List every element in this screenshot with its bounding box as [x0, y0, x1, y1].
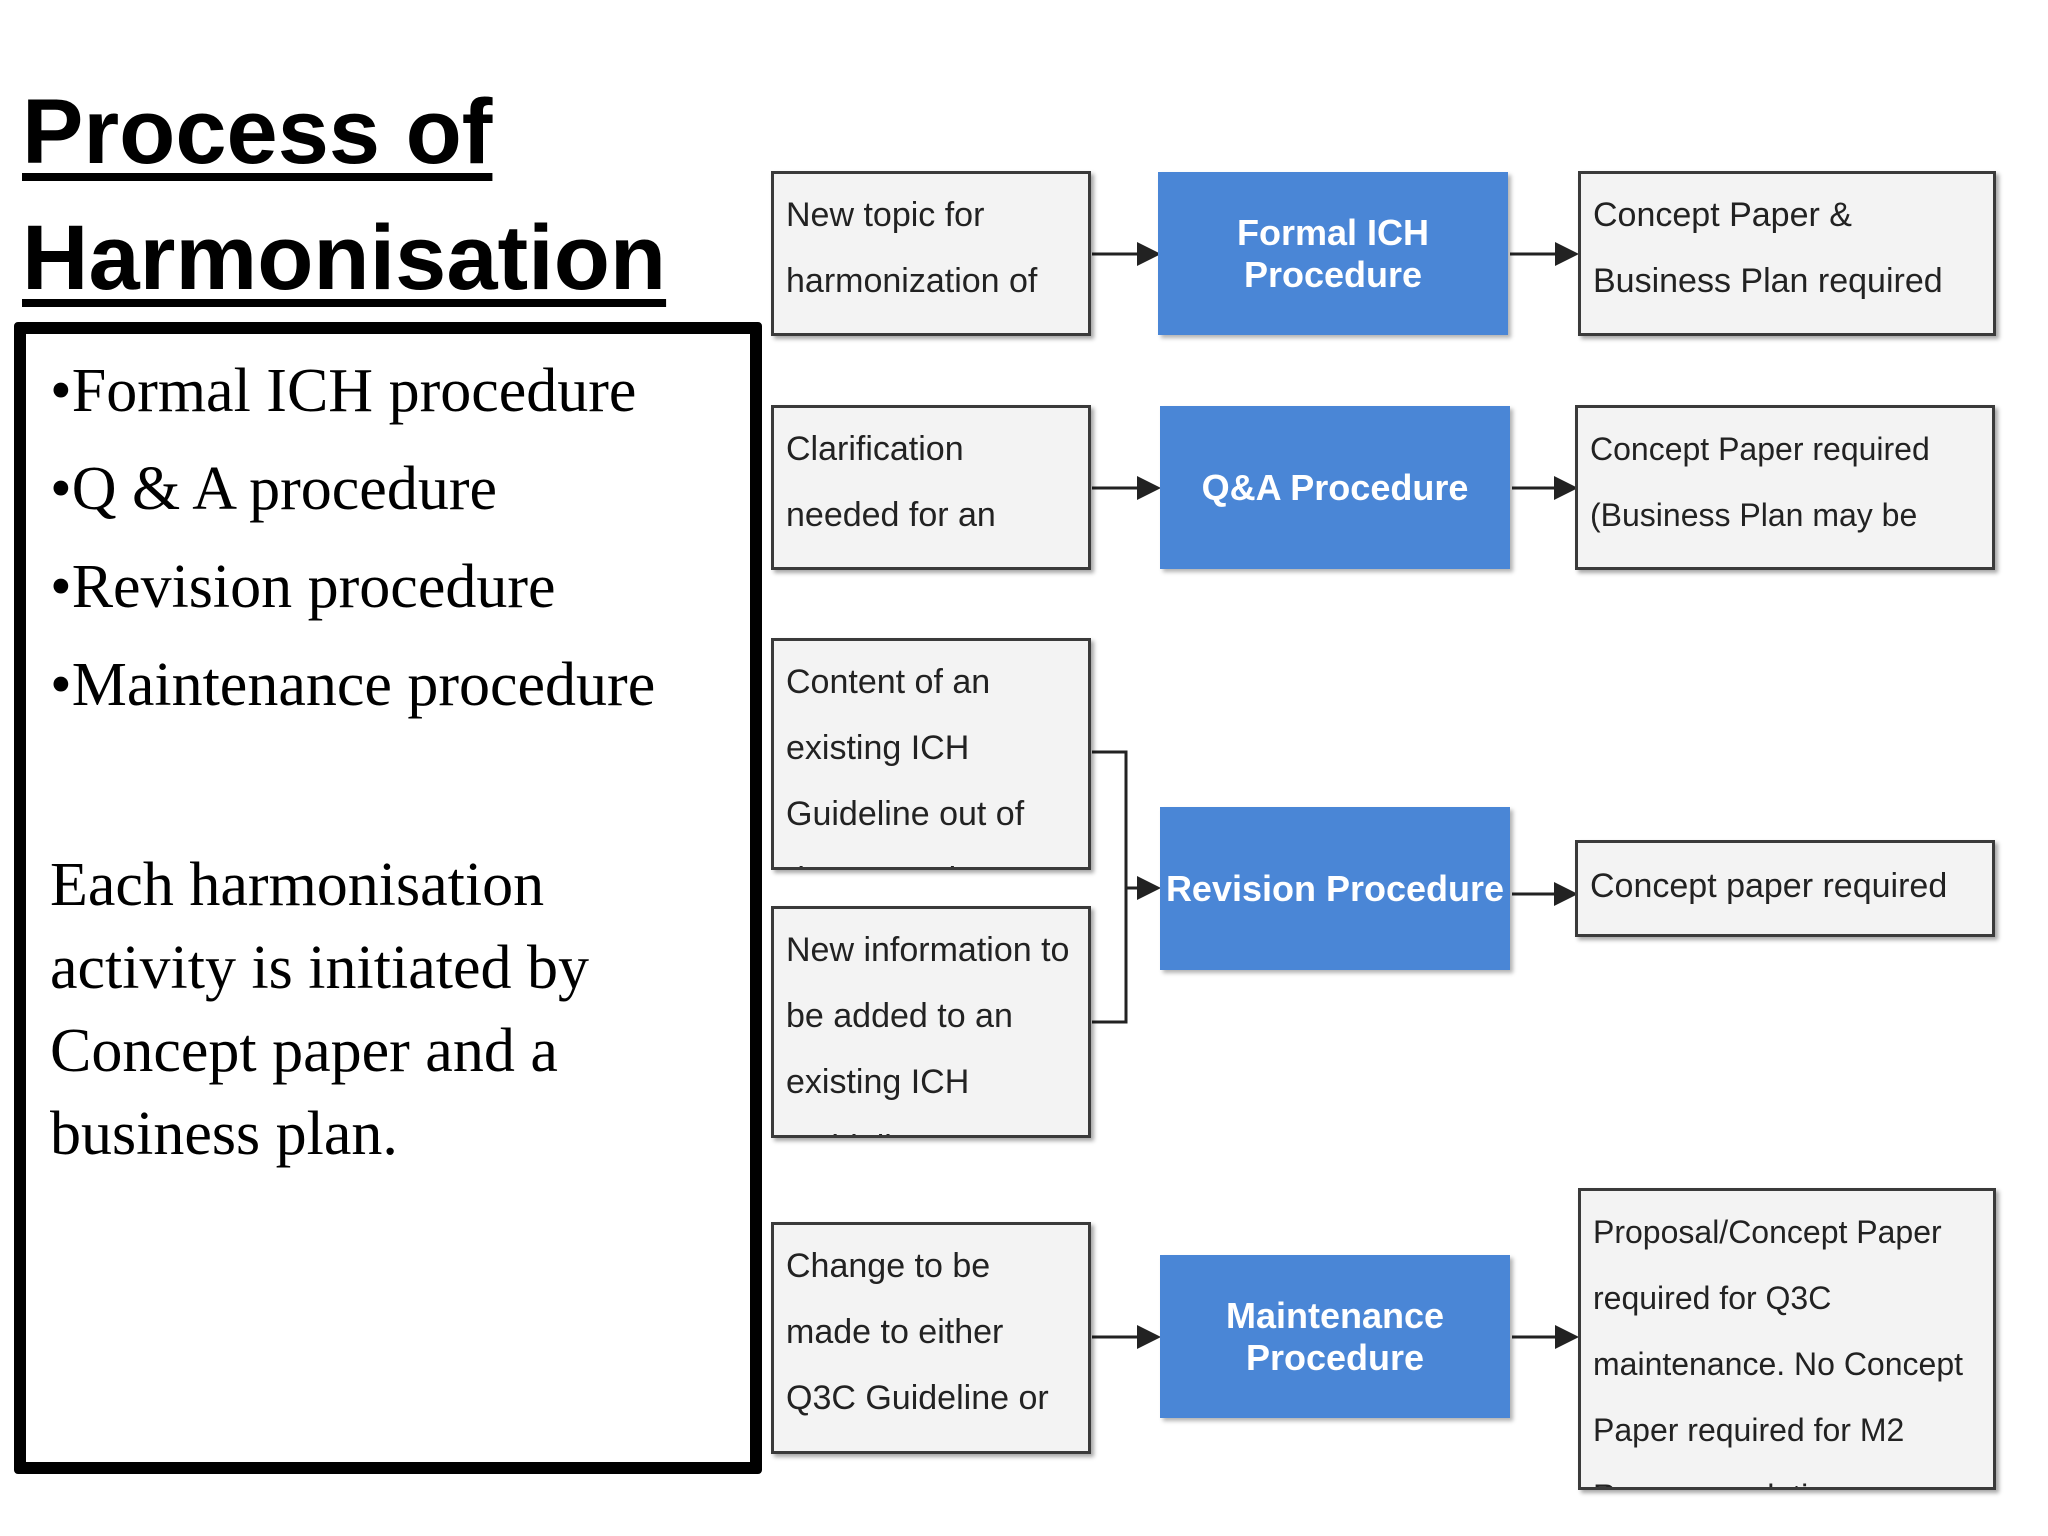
bullet-formal-ich: •Formal ICH procedure	[50, 357, 637, 425]
bracket-revision-questions	[1092, 750, 1128, 1024]
procedures-list-box: •Formal ICH procedure •Q & A procedure •…	[14, 322, 762, 1474]
question-change-q3c-m2: Change to be made to either Q3C Guidelin…	[771, 1222, 1091, 1454]
requirement-formal-ich: Concept Paper & Business Plan required	[1578, 171, 1996, 336]
page-title-line-1: Process of	[22, 81, 493, 183]
question-content-out-of-date: Content of an existing ICH Guideline out…	[771, 638, 1091, 870]
summary-text: Each harmonisation activity is initiated…	[50, 851, 589, 1168]
bullet-revision: •Revision procedure	[50, 553, 556, 621]
procedure-revision: Revision Procedure	[1160, 807, 1510, 970]
bullet-maintenance: •Maintenance procedure	[50, 651, 656, 719]
question-new-topic: New topic for harmonization of ICH?	[771, 171, 1091, 336]
requirement-q-and-a: Concept Paper required (Business Plan ma…	[1575, 405, 1995, 570]
procedure-q-and-a: Q&A Procedure	[1160, 406, 1510, 569]
procedure-maintenance: Maintenance Procedure	[1160, 1255, 1510, 1418]
page-title-line-2: Harmonisation	[22, 207, 667, 309]
requirement-maintenance: Proposal/Concept Paper required for Q3C …	[1578, 1188, 1996, 1490]
question-new-information: New information to be added to an existi…	[771, 906, 1091, 1138]
bullet-q-and-a: •Q & A procedure	[50, 455, 497, 523]
question-clarification: Clarification needed for an existing ICH…	[771, 405, 1091, 570]
procedure-formal-ich: Formal ICH Procedure	[1158, 172, 1508, 335]
requirement-revision: Concept paper required	[1575, 840, 1995, 937]
